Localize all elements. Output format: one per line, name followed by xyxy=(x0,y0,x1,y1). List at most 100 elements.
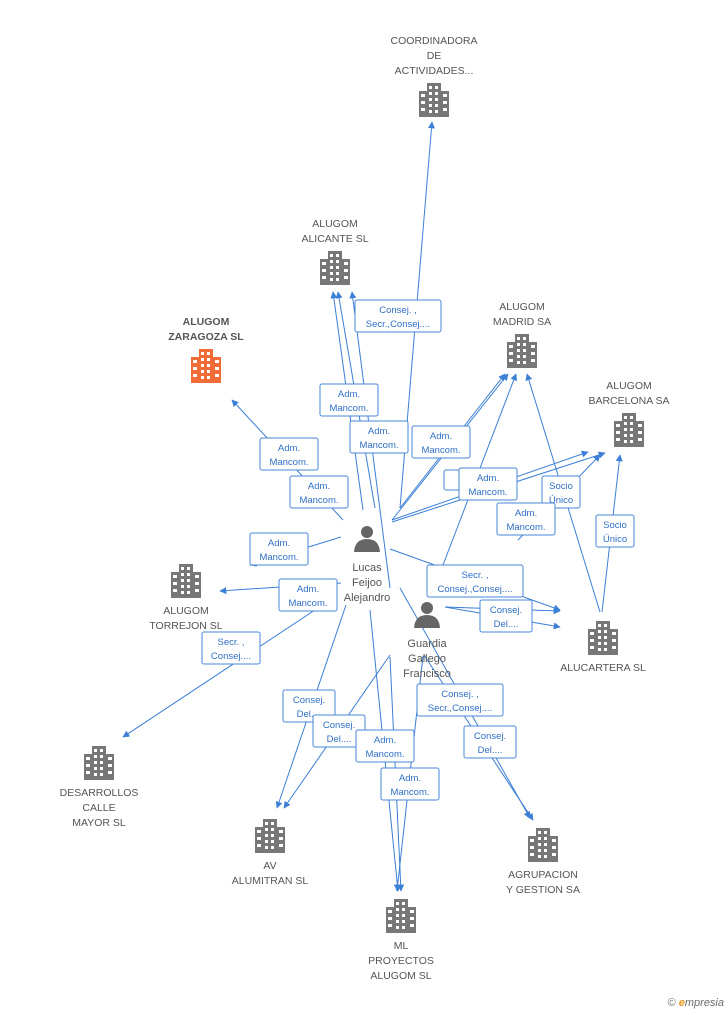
relation-label-line: Mancom. xyxy=(329,403,368,414)
relation-label-line: Del.... xyxy=(327,734,352,745)
relation-label-line: Mancom. xyxy=(299,495,338,506)
relation-label-line: Adm. xyxy=(297,584,319,595)
relation-badge-r12[interactable]: Adm.Mancom. xyxy=(496,502,556,536)
relation-label-line: Adm. xyxy=(399,773,421,784)
relation-label-line: Mancom. xyxy=(421,445,460,456)
nodes-layer: COORDINADORADEACTIVIDADES...ALUGOMALICAN… xyxy=(60,35,670,982)
company-label-line: ALUGOM SL xyxy=(370,970,431,982)
edge-arrow xyxy=(122,599,331,738)
company-label-line: DE xyxy=(427,50,442,62)
relation-badge-r17[interactable]: Consej.Del.... xyxy=(282,689,336,723)
relation-badge-r16[interactable]: Secr. ,Consej.... xyxy=(201,631,261,665)
relation-label-line: Adm. xyxy=(515,508,537,519)
person-icon xyxy=(414,602,440,628)
relation-label-line: Consej. xyxy=(474,731,506,742)
relation-label-line: Del.... xyxy=(494,619,519,630)
relation-label-line: Mancom. xyxy=(468,487,507,498)
relation-badge-r2[interactable]: Adm. Mancom. xyxy=(319,383,379,417)
relation-label-line: Consej. xyxy=(490,605,522,616)
relation-label-line: Consej.,Consej.... xyxy=(438,584,513,595)
relation-label-line: Adm. xyxy=(338,389,360,400)
building-icon xyxy=(191,349,221,383)
company-node-coordinadora[interactable]: COORDINADORADEACTIVIDADES... xyxy=(391,35,478,117)
relation-label-line: Secr.,Consej.... xyxy=(428,703,492,714)
relation-label-line: Mancom. xyxy=(365,749,404,760)
relation-badge-r3[interactable]: Adm.Mancom. xyxy=(259,437,319,471)
building-icon xyxy=(419,83,449,117)
company-label-line: CALLE xyxy=(82,802,115,814)
person-label-line: Feijoo xyxy=(352,577,382,589)
relation-badge-r5[interactable]: Adm. Mancom. xyxy=(411,425,471,459)
relation-badge-r6[interactable]: Adm. Mancom. xyxy=(289,475,349,509)
relation-badge-r10[interactable]: Adm. Mancom. xyxy=(249,532,309,566)
brand-initial: e xyxy=(678,997,685,1009)
company-label-line: MADRID SA xyxy=(493,316,551,328)
relation-label-line: Adm. xyxy=(308,481,330,492)
relation-label-line: Único xyxy=(549,495,573,506)
relation-badge-r13[interactable]: Adm. Mancom. xyxy=(278,578,338,612)
building-icon xyxy=(386,899,416,933)
relation-label-line: Socio xyxy=(603,520,627,531)
relation-label-line: Mancom. xyxy=(359,440,398,451)
relation-badge-r8[interactable]: Adm. Mancom. xyxy=(458,467,518,501)
relation-badge-r19[interactable]: Adm. Mancom. xyxy=(355,729,415,763)
relation-badge-r18[interactable]: Consej. Del.... xyxy=(312,714,366,748)
building-icon xyxy=(84,746,114,780)
relation-label-line: Mancom. xyxy=(259,552,298,563)
company-label-line: MAYOR SL xyxy=(72,817,126,829)
brand-name: mpresia xyxy=(684,997,724,1009)
company-label-line: AV xyxy=(263,860,276,872)
relation-label-line: Consej. , xyxy=(379,305,417,316)
person-label-line: Lucas xyxy=(352,562,382,574)
building-icon xyxy=(588,621,618,655)
company-node-barcelona[interactable]: ALUGOM BARCELONA SA xyxy=(588,380,670,447)
person-label-line: Alejandro xyxy=(344,592,390,604)
relation-label-line: Adm. xyxy=(374,735,396,746)
company-label-line: ALUGOM xyxy=(606,380,652,392)
footer-brand: © empresia xyxy=(668,997,724,1009)
company-label-line: ACTIVIDADES... xyxy=(395,65,474,77)
company-label-line: ALUGOM xyxy=(312,218,358,230)
relation-label-line: Consej. xyxy=(323,720,355,731)
relation-badge-r22[interactable]: Adm. Mancom. xyxy=(380,767,440,801)
relation-badge-r15[interactable]: Consej. Del.... xyxy=(479,599,533,633)
relation-label-line: Socio xyxy=(549,481,573,492)
relation-badge-r14[interactable]: Secr. ,Consej.,Consej.... xyxy=(426,564,524,598)
relation-label-line: Del.... xyxy=(478,745,503,756)
relation-label-line: Adm. xyxy=(477,473,499,484)
relation-badge-r20[interactable]: Consej. , Secr.,Consej.... xyxy=(416,683,504,717)
copyright-symbol: © xyxy=(667,997,676,1009)
relation-label-line: Consej. , xyxy=(441,689,479,700)
relation-label-line: Mancom. xyxy=(390,787,429,798)
relation-label-line: Adm. xyxy=(268,538,290,549)
relation-label-line: Consej.... xyxy=(211,651,251,662)
relation-label-line: Único xyxy=(603,534,627,545)
company-node-alucartera[interactable]: ALUCARTERA SL xyxy=(560,621,646,674)
relation-badge-r4[interactable]: Adm.Mancom. xyxy=(349,420,409,454)
relation-badge-r1[interactable]: Consej. ,Secr.,Consej.... xyxy=(354,299,442,333)
company-label-line: AGRUPACION xyxy=(508,869,578,881)
building-icon xyxy=(528,828,558,862)
company-label-line: BARCELONA SA xyxy=(588,395,669,407)
person-label-line: Francisco xyxy=(403,668,451,680)
relation-label-line: Adm. xyxy=(430,431,452,442)
company-label-line: ALUGOM xyxy=(183,316,230,328)
relation-label-line: Del.... xyxy=(297,709,322,720)
relation-label-line: Mancom. xyxy=(288,598,327,609)
person-icon xyxy=(354,526,380,552)
building-icon xyxy=(507,334,537,368)
building-icon xyxy=(614,413,644,447)
relation-badge-r21[interactable]: Consej. Del.... xyxy=(463,725,517,759)
